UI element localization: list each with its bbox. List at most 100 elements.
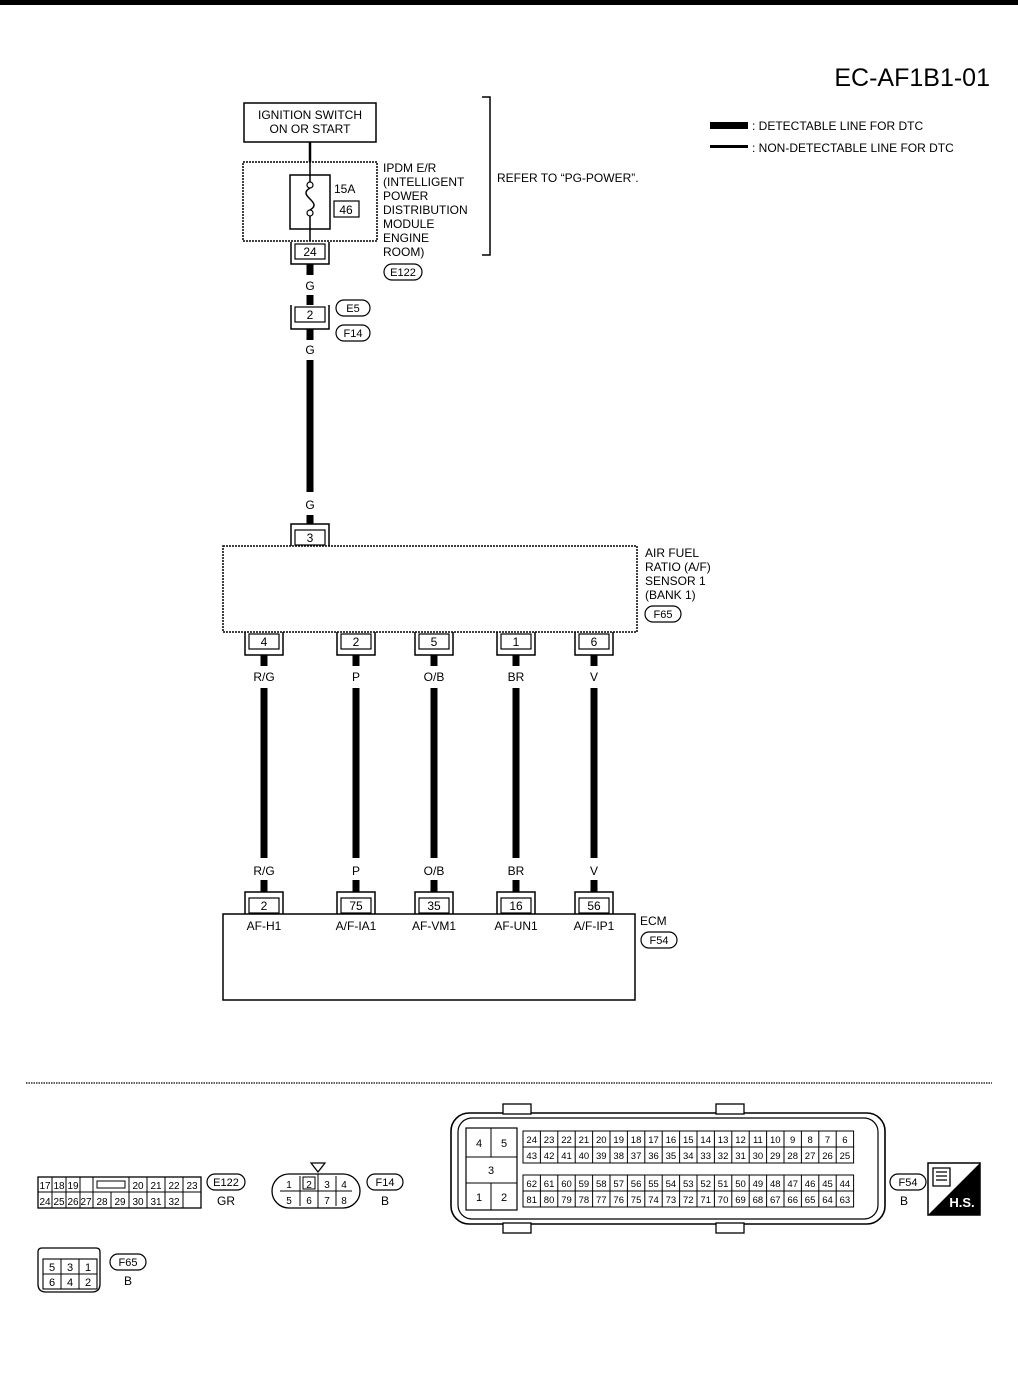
pin: 43 <box>526 1151 537 1162</box>
pin: 67 <box>770 1195 781 1206</box>
connector-badge-e5 <box>335 299 371 317</box>
junction-terminal: 2 <box>307 308 314 322</box>
pin: 25 <box>840 1151 851 1162</box>
pin: 24 <box>39 1197 51 1208</box>
pin: 20 <box>596 1135 607 1146</box>
pin: 50 <box>735 1179 746 1190</box>
pin: 74 <box>648 1195 659 1206</box>
pin: 2 <box>501 1192 507 1204</box>
pin: 5 <box>49 1262 55 1274</box>
pin: 29 <box>770 1151 781 1162</box>
pin: 38 <box>613 1151 624 1162</box>
pin: 20 <box>132 1181 144 1192</box>
pin: 59 <box>579 1179 590 1190</box>
pin: 3 <box>67 1262 73 1274</box>
pin: 39 <box>596 1151 607 1162</box>
wire-color-g3: G <box>305 498 314 512</box>
connector-view-id: F54 <box>899 1177 918 1189</box>
pin: 2 <box>306 1180 312 1191</box>
ignition-switch-line1: IGNITION SWITCH <box>258 108 362 122</box>
fuse-number-box <box>333 200 360 218</box>
pin: 30 <box>753 1151 764 1162</box>
connector-view-id: E122 <box>213 1177 239 1189</box>
pin: 5 <box>286 1196 292 1207</box>
junction-e5-f14: 2 E5 F14 <box>290 299 371 342</box>
pin: 34 <box>683 1151 694 1162</box>
pin: 28 <box>787 1151 798 1162</box>
pin: 57 <box>613 1179 624 1190</box>
terminal-sensor-3: 3 <box>290 523 330 546</box>
connector-id-f14: F14 <box>344 328 363 340</box>
pin: 11 <box>753 1135 763 1146</box>
pin: 69 <box>735 1195 746 1206</box>
pin: 25 <box>53 1197 65 1208</box>
ipdm-label-line: POWER <box>383 189 429 203</box>
pin: 3 <box>324 1180 330 1191</box>
fuse-contact-top <box>306 181 314 189</box>
pin: 40 <box>579 1151 590 1162</box>
connector-view-f14: 1 2 3 4 5 6 7 8 F14 B <box>271 1162 404 1209</box>
diagram-code: EC-AF1B1-01 <box>834 64 990 92</box>
pin: 17 <box>39 1181 51 1192</box>
pin: 45 <box>822 1179 833 1190</box>
pin: 6 <box>842 1135 847 1146</box>
ecm: ECM F54 <box>222 913 678 1001</box>
ipdm-label: IPDM E/R (INTELLIGENT POWER DISTRIBUTION… <box>383 161 468 259</box>
pin: 65 <box>805 1195 816 1206</box>
pin: 19 <box>613 1135 624 1146</box>
ecm-pin-label: AF-UN1 <box>494 919 538 933</box>
connector-view-e122: 17 18 19 20 21 22 23 24 25 26 27 28 29 3… <box>37 1173 246 1209</box>
pin: 60 <box>561 1179 572 1190</box>
wire-color: O/B <box>424 670 445 684</box>
sensor-label-line: (BANK 1) <box>645 588 696 602</box>
wire-color: O/B <box>424 864 445 878</box>
terminal-number: 3 <box>307 531 314 545</box>
sensor-connector-id: F65 <box>654 609 673 621</box>
pin: 31 <box>735 1151 746 1162</box>
pin: 8 <box>341 1196 347 1207</box>
sensor-label-line: AIR FUEL <box>645 546 699 560</box>
pin: 22 <box>561 1135 572 1146</box>
ecm-connector-id: F54 <box>650 935 669 947</box>
pin: 1 <box>85 1262 91 1274</box>
pin: 2 <box>85 1277 91 1289</box>
pin: 64 <box>822 1195 833 1206</box>
ecm-terminal: 2 <box>261 899 268 913</box>
sensor-connector-badge <box>644 605 682 623</box>
sensor-label-line: SENSOR 1 <box>645 574 706 588</box>
pin: 27 <box>805 1151 816 1162</box>
pin: 62 <box>526 1179 537 1190</box>
circuit-af-h1: 4 R/G R/G 2 AF-H1 <box>244 632 284 933</box>
pin: 78 <box>579 1195 590 1206</box>
pin: 3 <box>488 1165 494 1177</box>
pin: 16 <box>666 1135 677 1146</box>
legend-non-detectable-label: : NON-DETECTABLE LINE FOR DTC <box>752 141 954 155</box>
pin: 17 <box>648 1135 659 1146</box>
hs-badge-label: H.S. <box>949 1195 974 1210</box>
af-sensor: AIR FUEL RATIO (A/F) SENSOR 1 (BANK 1) F… <box>222 545 711 633</box>
connector-view-color: B <box>381 1194 389 1208</box>
pin: 36 <box>648 1151 659 1162</box>
pin: 7 <box>324 1196 330 1207</box>
wire-color: R/G <box>253 864 274 878</box>
pin: 37 <box>631 1151 642 1162</box>
pin: 81 <box>526 1195 537 1206</box>
connector-view-id: F14 <box>376 1177 395 1189</box>
wire-color: BR <box>508 864 525 878</box>
legend-detectable-swatch <box>710 122 748 129</box>
ipdm-label-line: DISTRIBUTION <box>383 203 468 217</box>
pin: 32 <box>168 1197 180 1208</box>
connector-id-e5: E5 <box>346 303 359 315</box>
pin: 79 <box>561 1195 572 1206</box>
top-border <box>0 0 1018 5</box>
pin: 63 <box>840 1195 851 1206</box>
ipdm-label-line: (INTELLIGENT <box>383 175 465 189</box>
pin: 47 <box>787 1179 798 1190</box>
pin: 8 <box>807 1135 812 1146</box>
pin: 28 <box>96 1197 108 1208</box>
pin: 26 <box>822 1151 833 1162</box>
pin: 10 <box>770 1135 781 1146</box>
sensor-terminal: 4 <box>261 635 268 649</box>
pin: 80 <box>544 1195 555 1206</box>
